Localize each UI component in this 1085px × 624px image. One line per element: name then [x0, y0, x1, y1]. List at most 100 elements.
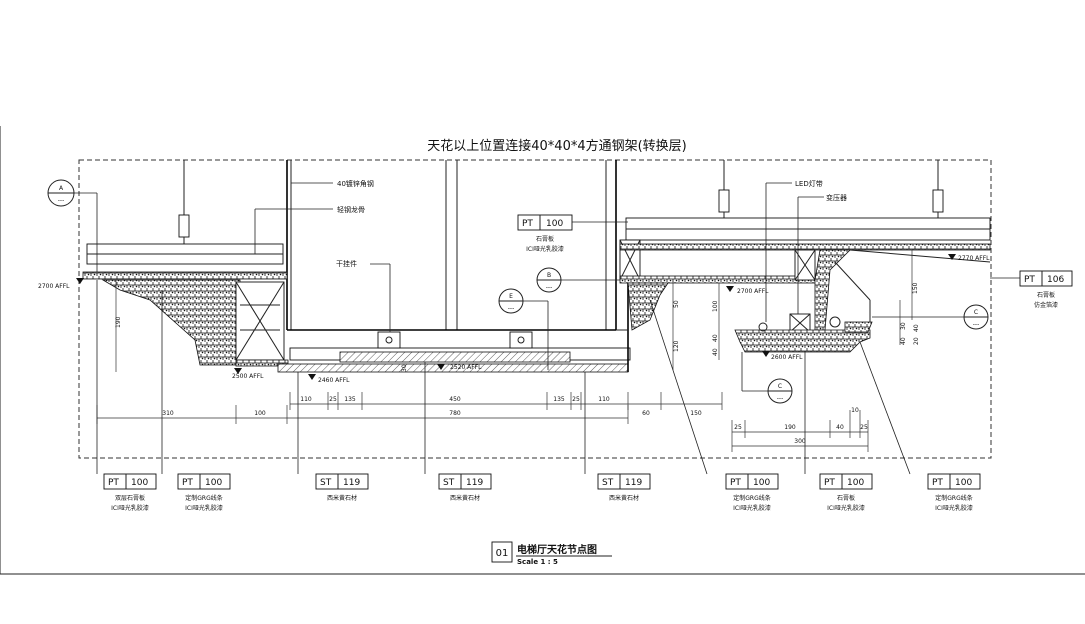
- svg-text:PT: PT: [522, 219, 533, 229]
- svg-text:310: 310: [162, 410, 174, 417]
- svg-text:定制GRG线条: 定制GRG线条: [733, 494, 770, 502]
- svg-text:25: 25: [329, 396, 337, 403]
- svg-text:40: 40: [712, 334, 719, 342]
- callout-led: LED灯带: [795, 179, 823, 188]
- svg-text:ICI哑光乳胶漆: ICI哑光乳胶漆: [111, 504, 149, 512]
- svg-text:---: ---: [546, 284, 553, 291]
- svg-text:定制GRG线条: 定制GRG线条: [935, 494, 972, 502]
- svg-text:20: 20: [913, 337, 920, 345]
- svg-text:PT: PT: [932, 478, 943, 488]
- svg-text:ST: ST: [320, 478, 332, 488]
- svg-text:450: 450: [449, 396, 461, 403]
- material-tag-3: ST 119 西米黄石材: [315, 473, 369, 502]
- dimension-row-2: 310 100 780: [96, 405, 629, 424]
- svg-text:2700 AFFL: 2700 AFFL: [737, 288, 769, 295]
- right-ceiling: [619, 217, 991, 353]
- material-tag-5: ST 119 西米黄石材: [597, 473, 651, 502]
- svg-text:2500 AFFL: 2500 AFFL: [232, 373, 264, 380]
- svg-text:100: 100: [847, 478, 864, 488]
- section-mark-e: E ---: [498, 288, 549, 370]
- upper-tag-pt106: PT 106 石膏板 仿金箔漆: [990, 270, 1073, 309]
- drawing-title-block: 01 电梯厅天花节点图 Scale 1 : 5: [491, 541, 612, 566]
- svg-text:135: 135: [553, 396, 565, 403]
- svg-text:135: 135: [344, 396, 356, 403]
- svg-text:300: 300: [794, 438, 806, 445]
- svg-text:119: 119: [625, 478, 642, 488]
- svg-text:60: 60: [642, 410, 650, 417]
- svg-text:50: 50: [673, 300, 680, 308]
- material-tag-2: PT 100 定制GRG线条 ICI哑光乳胶漆: [177, 473, 231, 512]
- svg-text:190: 190: [115, 316, 122, 328]
- svg-text:C: C: [974, 309, 978, 316]
- svg-text:西米黄石材: 西米黄石材: [609, 494, 639, 502]
- svg-text:PT: PT: [1024, 275, 1035, 285]
- svg-text:100: 100: [712, 300, 719, 312]
- section-mark-a: A ---: [47, 179, 98, 272]
- dimension-row-1: 110 25 135 450 135 25 110 60 150: [289, 392, 723, 417]
- svg-text:10: 10: [851, 407, 859, 414]
- svg-text:ICI哑光乳胶漆: ICI哑光乳胶漆: [526, 245, 564, 253]
- svg-text:150: 150: [690, 410, 702, 417]
- svg-text:定制GRG线条: 定制GRG线条: [185, 494, 222, 502]
- svg-text:100: 100: [131, 478, 148, 488]
- svg-text:2460 AFFL: 2460 AFFL: [318, 377, 350, 384]
- svg-text:A: A: [59, 185, 64, 192]
- svg-text:40: 40: [836, 424, 844, 431]
- svg-text:106: 106: [1047, 275, 1064, 285]
- material-tag-4: ST 119 西米黄石材: [438, 473, 492, 502]
- svg-text:30: 30: [401, 364, 408, 372]
- svg-text:40: 40: [712, 348, 719, 356]
- level-marks: 2700 AFFL 2500 AFFL 2460 AFFL 2520 AFFL …: [38, 254, 990, 384]
- svg-text:100: 100: [955, 478, 972, 488]
- svg-text:石膏板: 石膏板: [536, 235, 554, 243]
- svg-text:B: B: [547, 272, 551, 279]
- svg-text:ICI哑光乳胶漆: ICI哑光乳胶漆: [935, 504, 973, 512]
- bottom-tag-leaders: [96, 280, 911, 475]
- svg-text:25: 25: [734, 424, 742, 431]
- svg-text:ICI哑光乳胶漆: ICI哑光乳胶漆: [185, 504, 223, 512]
- callout-steel-angle: 40镀锌角钢: [337, 179, 374, 188]
- svg-text:西米黄石材: 西米黄石材: [450, 494, 480, 502]
- svg-text:PT: PT: [824, 478, 835, 488]
- detail-boundary: [78, 159, 992, 459]
- svg-text:PT: PT: [730, 478, 741, 488]
- svg-text:仿金箔漆: 仿金箔漆: [1034, 301, 1058, 309]
- center-panel: [277, 280, 631, 373]
- svg-text:双层石膏板: 双层石膏板: [115, 494, 145, 502]
- svg-text:---: ---: [508, 305, 515, 312]
- callout-light-keel: 轻钢龙骨: [337, 205, 365, 214]
- upper-tag-pt100: PT 100 石膏板 ICI哑光乳胶漆: [517, 214, 628, 253]
- drawing-main-title: 天花以上位置连接40*40*4方通钢架(转换层): [427, 138, 687, 154]
- svg-text:2700 AFFL: 2700 AFFL: [38, 283, 70, 290]
- svg-text:119: 119: [466, 478, 483, 488]
- svg-text:100: 100: [254, 410, 266, 417]
- drawing-number: 01: [496, 548, 509, 559]
- dimension-right: 25 190 40 25 300 10: [731, 407, 869, 452]
- svg-text:2520 AFFL: 2520 AFFL: [450, 364, 482, 371]
- svg-text:40: 40: [913, 324, 920, 332]
- svg-text:780: 780: [449, 410, 461, 417]
- svg-text:120: 120: [673, 340, 680, 352]
- svg-text:---: ---: [58, 197, 65, 204]
- svg-text:190: 190: [784, 424, 796, 431]
- steel-frame: [286, 160, 617, 331]
- material-tag-6: PT 100 定制GRG线条 ICI哑光乳胶漆: [725, 473, 779, 512]
- svg-text:ST: ST: [443, 478, 455, 488]
- svg-text:E: E: [509, 293, 513, 300]
- svg-text:100: 100: [546, 219, 563, 229]
- callout-transformer: 变压器: [826, 193, 847, 202]
- svg-text:25: 25: [572, 396, 580, 403]
- svg-text:石膏板: 石膏板: [1037, 291, 1055, 299]
- svg-text:110: 110: [598, 396, 610, 403]
- left-ceiling: [82, 243, 289, 367]
- callout-hanger: 干挂件: [336, 259, 357, 268]
- svg-text:30: 30: [900, 322, 907, 330]
- svg-text:ICI哑光乳胶漆: ICI哑光乳胶漆: [827, 504, 865, 512]
- dimension-vertical: 190 50 120 100 40 40 30 40 30 20 40 150: [115, 250, 920, 372]
- material-tag-7: PT 100 石膏板 ICI哑光乳胶漆: [819, 473, 873, 512]
- svg-text:石膏板: 石膏板: [837, 494, 855, 502]
- section-mark-b: B ---: [536, 267, 620, 293]
- material-tag-8: PT 100 定制GRG线条 ICI哑光乳胶漆: [927, 473, 981, 512]
- svg-text:100: 100: [753, 478, 770, 488]
